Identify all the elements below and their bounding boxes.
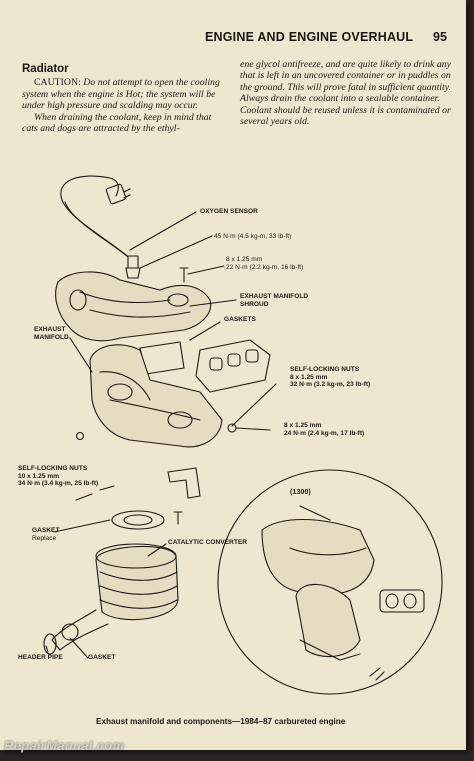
- caution-paragraph: CAUTION: Do not attempt to open the cool…: [22, 77, 227, 111]
- mount-bracket: [167, 467, 201, 499]
- oxygen-sensor: [125, 255, 141, 279]
- caution-lead: CAUTION:: [34, 77, 81, 89]
- site-watermark: RepairManual.com: [4, 738, 125, 753]
- exhaust-manifold-diagram: [43, 175, 443, 695]
- label-header-pipe: HEADER PIPE: [18, 654, 63, 661]
- header-gasket: [61, 623, 79, 641]
- page-number: 95: [433, 30, 447, 44]
- label-sensor-torque: 45 N·m (4.5 kg-m, 33 lb-ft): [214, 233, 292, 240]
- label-shroud: EXHAUST MANIFOLD SHROUD: [240, 293, 309, 308]
- exhaust-manifold: [89, 344, 223, 448]
- left-text-column: Radiator CAUTION: Do not attempt to open…: [22, 63, 227, 135]
- gasket-note: Replace: [32, 534, 57, 542]
- gasket-title: GASKET: [32, 527, 60, 534]
- catalytic-gasket: [111, 510, 165, 530]
- label-nut-spec-lower: 8 x 1.25 mm 24 N·m (2.4 kg-m, 17 lb-ft): [284, 422, 365, 437]
- label-catalytic-converter: CATALYTIC CONVERTER: [168, 539, 248, 546]
- label-gaskets: GASKETS: [224, 316, 256, 323]
- exhaust-manifold-shroud: [55, 271, 212, 342]
- label-self-locking-upper: SELF-LOCKING NUTS 8 x 1.25 mm 32 N·m (3.…: [290, 366, 371, 389]
- label-self-locking-left: SELF-LOCKING NUTS 10 x 1.25 mm 34 N·m (3…: [18, 465, 99, 488]
- oxygen-sensor-wire: [60, 175, 133, 261]
- figure-caption: Exhaust manifold and components—1984–87 …: [96, 717, 346, 726]
- label-oxygen-sensor: OXYGEN SENSOR: [200, 208, 258, 215]
- label-variant-1300: (1300): [290, 487, 311, 496]
- label-exhaust-manifold: EXHAUST MANIFOLD: [34, 326, 69, 341]
- label-bolt-spec: 8 x 1.25 mm 22 N·m (2.2 kg-m, 16 lb-ft): [226, 256, 304, 271]
- right-text-column: ene glycol antifreeze, and are quite lik…: [240, 59, 451, 128]
- catalytic-converter: [95, 545, 179, 621]
- section-title: Radiator: [22, 63, 69, 75]
- page-header-title: ENGINE AND ENGINE OVERHAUL: [205, 30, 414, 44]
- label-gasket-bottom: GASKET: [88, 654, 116, 661]
- header-pipe: [51, 609, 109, 651]
- draining-paragraph: When draining the coolant, keep in mind …: [22, 111, 212, 135]
- shroud-bolt: [179, 267, 189, 283]
- manual-page: ENGINE AND ENGINE OVERHAUL 95 Radiator C…: [0, 0, 466, 750]
- self-locking-nut: [227, 423, 237, 433]
- oxygen-sensor-connector: [105, 183, 127, 205]
- caution-text: Do not attempt to open the cooling syste…: [22, 77, 220, 112]
